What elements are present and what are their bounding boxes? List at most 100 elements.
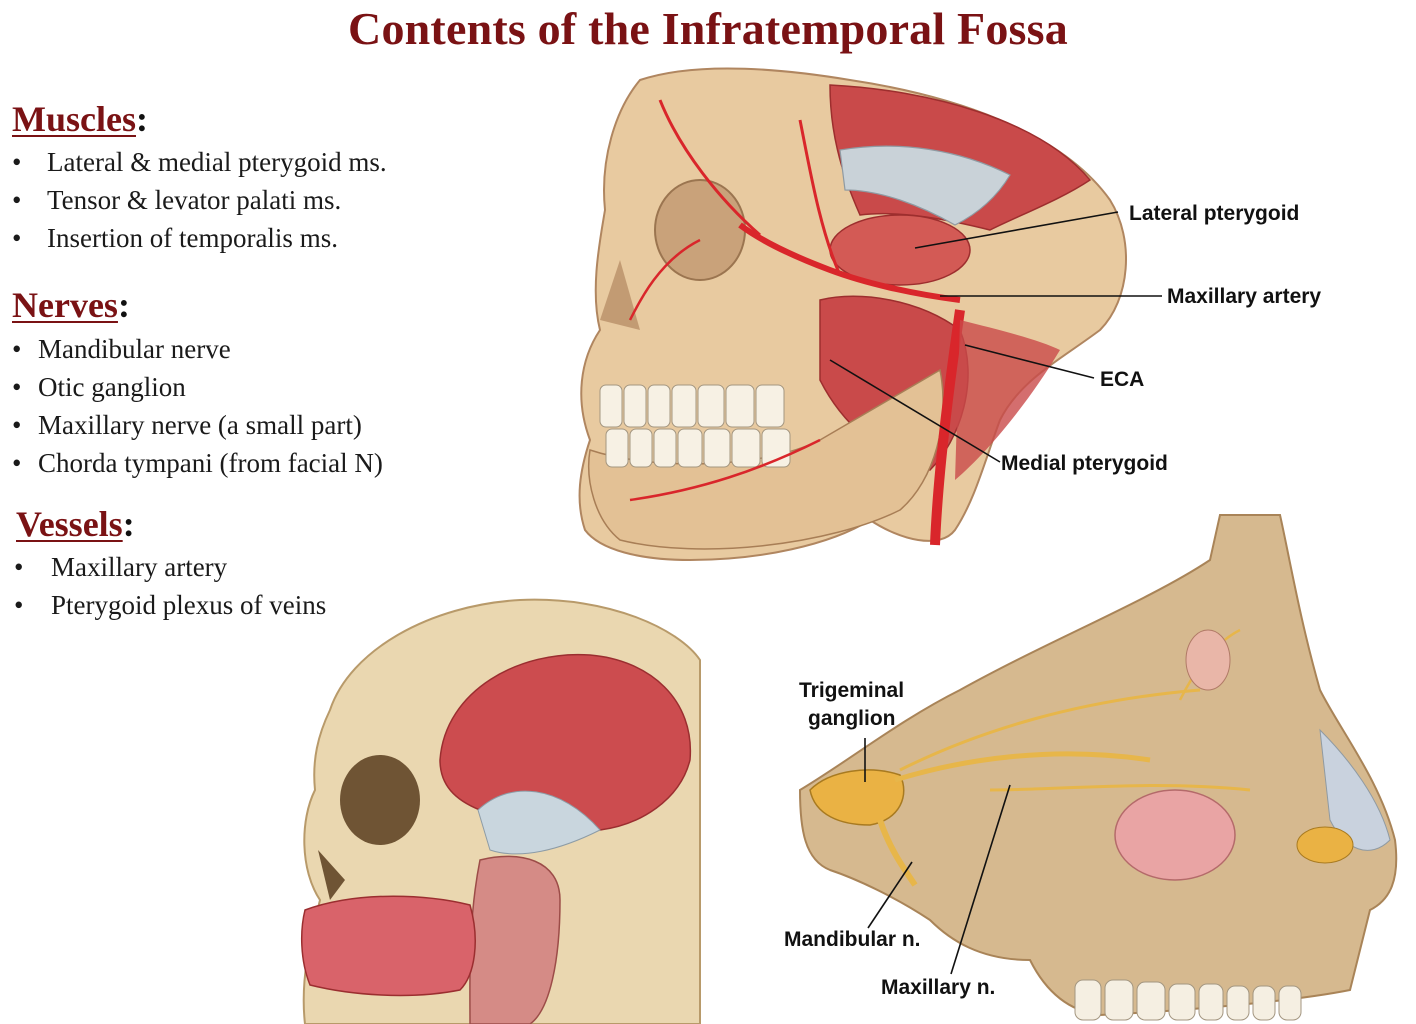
artery-branch <box>628 238 701 321</box>
tooth <box>1136 981 1166 1021</box>
label-maxillary-n: Maxillary n. <box>881 976 995 999</box>
page-title: Contents of the Infratemporal Fossa <box>348 3 1068 54</box>
leader-line-eca <box>964 344 1095 379</box>
bullet: • <box>12 334 22 364</box>
tooth <box>1278 985 1302 1021</box>
tooth <box>599 384 623 428</box>
label-maxillary-artery: Maxillary artery <box>1167 285 1321 308</box>
infratemporal-dissection-illustration <box>578 67 1127 562</box>
skull-temporalis-illustration <box>300 598 701 1024</box>
list-item-text: Maxillary nerve (a small part) <box>38 410 362 440</box>
bullet: • <box>12 372 22 402</box>
nerves-heading-text: Nerves <box>12 285 118 325</box>
trigeminal-ganglion-shape <box>809 769 905 826</box>
artery-branch <box>629 438 821 502</box>
nerve-branch <box>899 688 1201 772</box>
tooth <box>703 428 731 468</box>
list-item-text: Lateral & medial pterygoid ms. <box>47 147 387 177</box>
list-item: • Chorda tympani (from facial N) <box>12 444 383 482</box>
teeth <box>1074 979 1302 1021</box>
bullet: • <box>12 185 22 215</box>
orbicularis-oris-shape <box>300 895 476 997</box>
tooth <box>671 384 697 428</box>
list-item-text: Chorda tympani (from facial N) <box>38 448 383 478</box>
tooth <box>697 384 725 428</box>
leader-line-lateral-pterygoid <box>914 211 1119 249</box>
bullet: • <box>12 410 22 440</box>
temporalis-tendon-shape <box>477 790 601 855</box>
tooth <box>623 384 647 428</box>
label-medial-pterygoid: Medial pterygoid <box>1001 452 1168 475</box>
nerves-list: • Mandibular nerve • Otic ganglion • Maxill… <box>12 330 383 482</box>
bullet: • <box>12 448 22 478</box>
neck-muscle-shape <box>955 320 1060 480</box>
gland-shape <box>1296 826 1354 864</box>
vessels-list: • Maxillary artery • Pterygoid plexus of v… <box>14 548 326 624</box>
bullet: • <box>12 223 22 253</box>
leader-line-maxillary-n <box>950 784 1011 975</box>
tooth <box>1226 985 1250 1021</box>
tooth <box>677 428 703 468</box>
tooth <box>629 428 653 468</box>
muscles-heading: Muscles: <box>12 98 148 140</box>
mandibular-nerve-branch <box>877 819 918 887</box>
maxillary-artery-vessel <box>738 222 961 303</box>
muscles-heading-colon: : <box>135 99 148 139</box>
teeth <box>599 384 791 468</box>
tooth <box>755 384 785 428</box>
leader-line-mandibular <box>867 861 913 929</box>
tooth <box>1074 979 1102 1021</box>
list-item: • Maxillary artery <box>14 548 326 586</box>
orbit-shape <box>654 179 746 281</box>
list-item: • Maxillary nerve (a small part) <box>12 406 383 444</box>
list-item-text: Insertion of temporalis ms. <box>47 223 338 253</box>
nerve-branch <box>894 751 1151 783</box>
tooth <box>1168 983 1196 1021</box>
bullet: • <box>12 147 22 177</box>
temporalis-tendon-shape <box>839 145 1011 226</box>
artery-branch <box>658 99 761 237</box>
muscles-heading-text: Muscles <box>12 99 136 139</box>
list-item: • Mandibular nerve <box>12 330 383 368</box>
list-item: • Otic ganglion <box>12 368 383 406</box>
bottom-leader-lines <box>864 738 1011 975</box>
masseter-gland-shape <box>469 855 561 1024</box>
label-trigeminal-line2: ganglion <box>808 707 896 730</box>
muscles-list: • Lateral & medial pterygoid ms. • Tensor … <box>12 143 387 257</box>
artery-branch <box>798 119 842 276</box>
tooth <box>647 384 671 428</box>
list-item-text: Otic ganglion <box>38 372 186 402</box>
vessels-heading: Vessels: <box>16 503 135 545</box>
tooth <box>605 428 629 468</box>
list-item: • Tensor & levator palati ms. <box>12 181 387 219</box>
external-carotid-artery <box>930 309 965 546</box>
nerve-branch <box>989 784 1251 792</box>
gland-shape <box>1185 629 1231 691</box>
list-item: • Insertion of temporalis ms. <box>12 219 387 257</box>
sagittal-bone-shape <box>798 514 1398 1017</box>
label-eca: ECA <box>1100 368 1144 391</box>
list-item: • Lateral & medial pterygoid ms. <box>12 143 387 181</box>
vessels-heading-text: Vessels <box>16 504 123 544</box>
list-item-text: Maxillary artery <box>51 552 228 582</box>
list-item-text: Mandibular nerve <box>38 334 231 364</box>
label-lateral-pterygoid: Lateral pterygoid <box>1129 202 1299 225</box>
list-item: • Pterygoid plexus of veins <box>14 586 326 624</box>
nerves-heading: Nerves: <box>12 284 130 326</box>
vessels-heading-colon: : <box>122 504 135 544</box>
tooth <box>731 428 761 468</box>
tooth <box>1198 983 1224 1021</box>
list-item-text: Pterygoid plexus of veins <box>51 590 327 620</box>
orbit-shape <box>340 755 420 845</box>
label-mandibular-n: Mandibular n. <box>784 928 921 951</box>
tooth <box>725 384 755 428</box>
list-item-text: Tensor & levator palati ms. <box>47 185 342 215</box>
sagittal-section-illustration <box>798 514 1398 1021</box>
maxillary-sinus-shape <box>1114 789 1236 881</box>
bullet: • <box>14 552 24 582</box>
nerves-heading-colon: : <box>117 285 130 325</box>
tooth <box>1252 985 1276 1021</box>
nasal-cavity-shape <box>600 260 640 330</box>
bullet: • <box>14 590 24 620</box>
